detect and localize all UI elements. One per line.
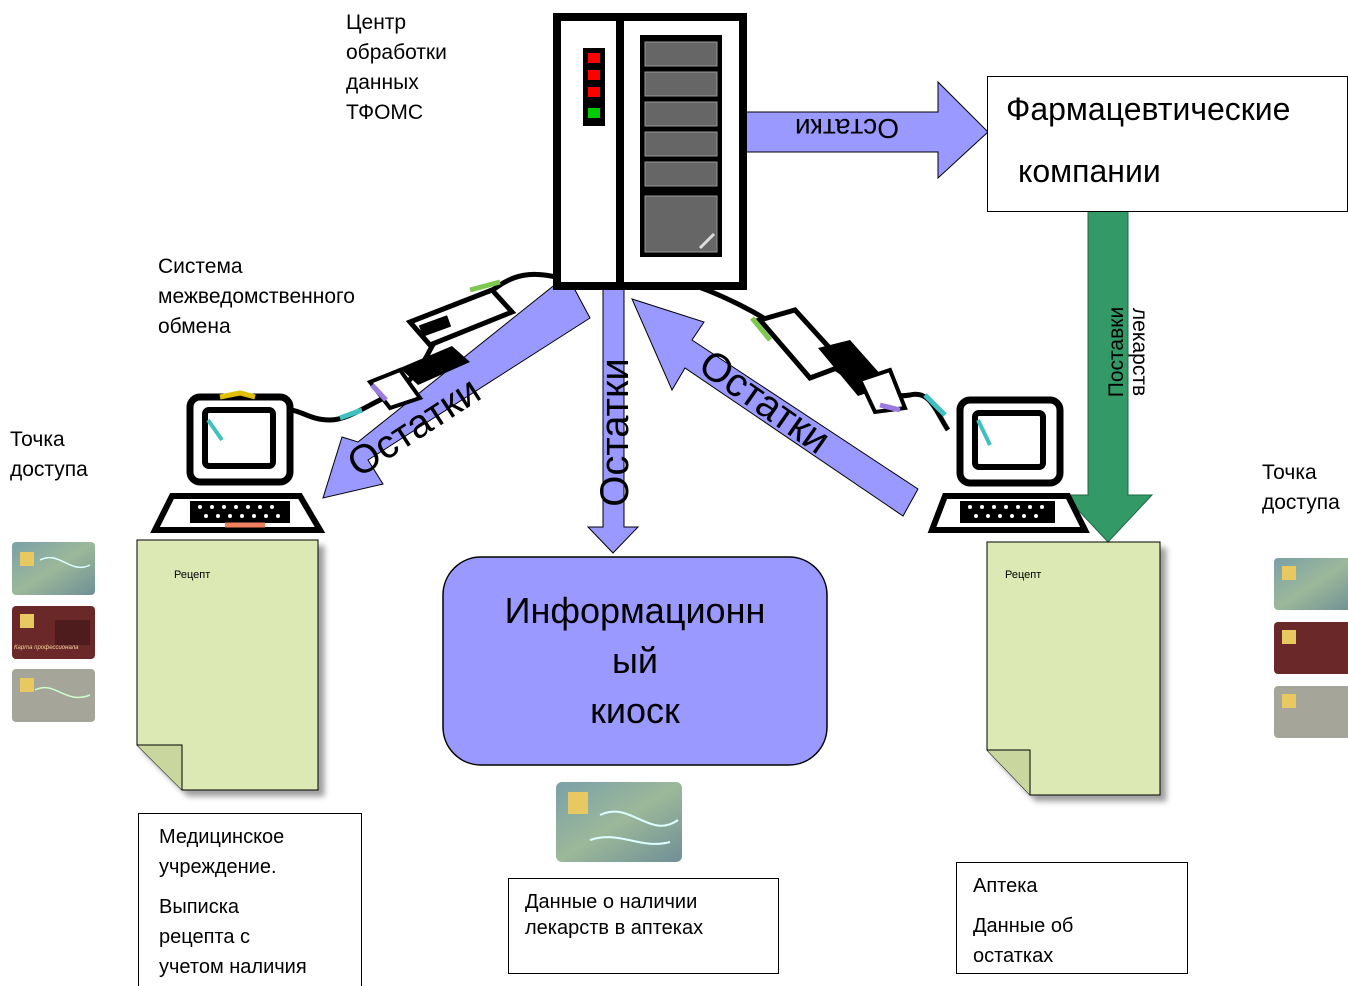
recipe-left-title: Рецепт <box>174 569 211 581</box>
med-title: Медицинское учреждение. <box>159 826 285 878</box>
card-left-2-text: Карта профессионала <box>14 645 79 651</box>
card-kiosk <box>556 782 682 862</box>
arrow-down-center-label: Остатки <box>592 358 637 507</box>
label-center: Центр обработки данных ТФОМС <box>346 11 447 124</box>
recipe-doc-left <box>136 539 319 791</box>
recipe-doc-right <box>986 541 1161 796</box>
kiosk-line2: ый <box>612 640 658 681</box>
card-left-3 <box>12 669 95 722</box>
card-right-3 <box>1274 686 1348 738</box>
kiosk-text: Информационн ый киоск <box>443 586 827 736</box>
pharmacy-box: Аптека Данные об остатках <box>956 862 1188 974</box>
arrow-to-pharma <box>741 80 989 180</box>
pharma-line1: Фармацевтические <box>1006 91 1291 127</box>
card-left-2 <box>12 606 95 659</box>
kiosk-line3: киоск <box>590 690 680 731</box>
computer-left <box>150 390 326 533</box>
supply-label: Поставки лекарств <box>1105 262 1151 442</box>
network-device-left <box>339 279 517 421</box>
card-right-2 <box>1274 622 1348 674</box>
pharmacy-title: Аптека <box>973 875 1038 897</box>
arrow-down-center <box>586 286 640 554</box>
computer-right <box>927 396 1090 533</box>
arrow-supply <box>1062 203 1154 543</box>
kiosk-shape <box>442 556 828 766</box>
arrow-from-right <box>631 298 919 517</box>
med-box: Медицинское учреждение. Выписка рецепта … <box>138 813 362 986</box>
recipe-right-title: Рецепт <box>1005 569 1042 581</box>
pharmacy-body: Данные об остатках <box>973 915 1074 967</box>
network-device-right <box>750 307 947 417</box>
card-left-1 <box>12 542 95 595</box>
arrow-to-left <box>322 274 591 499</box>
label-access-left: Точка доступа <box>10 428 88 481</box>
arrow-to-pharma-label: Остатки <box>795 113 899 144</box>
supply-line1: Поставки <box>1105 306 1128 398</box>
server-icon <box>553 13 747 290</box>
label-mvo: Система межведомственного обмена <box>158 255 355 338</box>
card-right-1 <box>1274 558 1348 610</box>
kiosk-caption: Данные о наличии лекарств в аптеках <box>525 891 704 939</box>
kiosk-line1: Информационн <box>504 590 766 631</box>
label-access-right: Точка доступа <box>1262 461 1340 514</box>
supply-line2: лекарств <box>1128 307 1151 397</box>
med-body: Выписка рецепта с учетом наличия <box>159 896 307 978</box>
pharma-line2: компании <box>1018 153 1161 189</box>
kiosk-caption-box: Данные о наличии лекарств в аптеках <box>508 878 779 974</box>
pharma-box: Фармацевтические компании <box>987 76 1348 212</box>
